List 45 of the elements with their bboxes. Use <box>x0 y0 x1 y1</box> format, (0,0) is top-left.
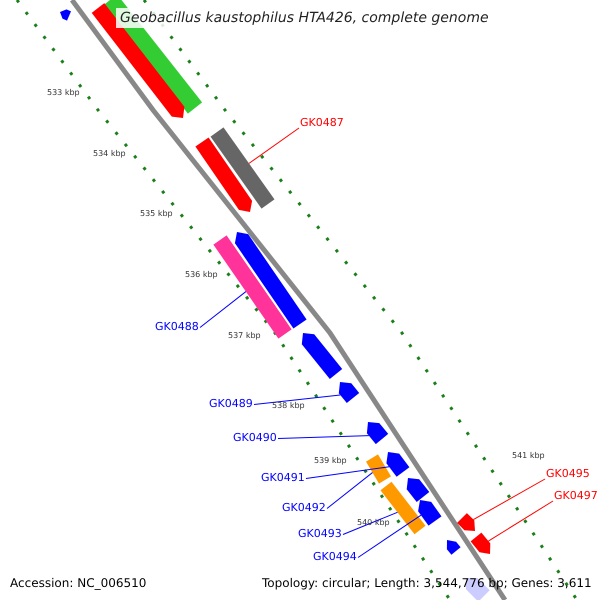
gene-block <box>60 9 71 21</box>
gene-label: GK0493 <box>298 528 342 539</box>
leader-line <box>488 500 554 542</box>
gene-block <box>338 382 360 403</box>
scale-label: 537 kbp <box>228 332 261 340</box>
scale-label: 534 kbp <box>93 150 126 158</box>
gene-label: GK0490 <box>233 432 277 443</box>
gene-block <box>470 532 490 554</box>
gene-label: GK0492 <box>282 502 326 513</box>
scale-label: 535 kbp <box>140 210 173 218</box>
leader-line <box>254 394 341 405</box>
scale-label: 536 kbp <box>185 271 218 279</box>
gene-block <box>386 452 410 477</box>
info-text: Topology: circular; Length: 3,544,776 bp; Genes: 3,611 <box>262 577 592 589</box>
gene-label: GK0487 <box>300 117 344 128</box>
gene-block <box>234 232 307 328</box>
scale-label: 533 kbp <box>47 89 80 97</box>
leader-line <box>200 291 246 328</box>
gene-block <box>366 454 391 484</box>
leader-line <box>342 512 398 535</box>
leader-line <box>306 466 390 479</box>
gene-label: GK0497 <box>554 490 598 501</box>
gene-block <box>418 500 442 526</box>
gene-block <box>210 127 274 209</box>
scale-label: 539 kbp <box>314 457 347 465</box>
gene-label: GK0488 <box>155 321 199 332</box>
gene-block <box>457 513 475 531</box>
gene-label: GK0489 <box>209 398 253 409</box>
leader-line <box>278 435 370 439</box>
leader-line <box>358 514 422 558</box>
gene-block <box>366 422 388 444</box>
scale-label: 538 kbp <box>272 402 305 410</box>
info-text: Accession: NC_006510 <box>10 577 146 589</box>
gene-label: GK0495 <box>546 468 590 479</box>
gene-block <box>406 478 430 502</box>
leader-line <box>326 472 373 509</box>
gene-block <box>195 138 252 212</box>
scale-label: 541 kbp <box>512 452 545 460</box>
gene-block <box>302 333 342 379</box>
gene-label: GK0494 <box>313 551 357 562</box>
scale-label: 540 kbp <box>357 519 390 527</box>
gene-label: GK0491 <box>261 472 305 483</box>
gene-block <box>446 540 461 555</box>
leader-line <box>248 128 300 164</box>
leader-line <box>472 478 546 520</box>
